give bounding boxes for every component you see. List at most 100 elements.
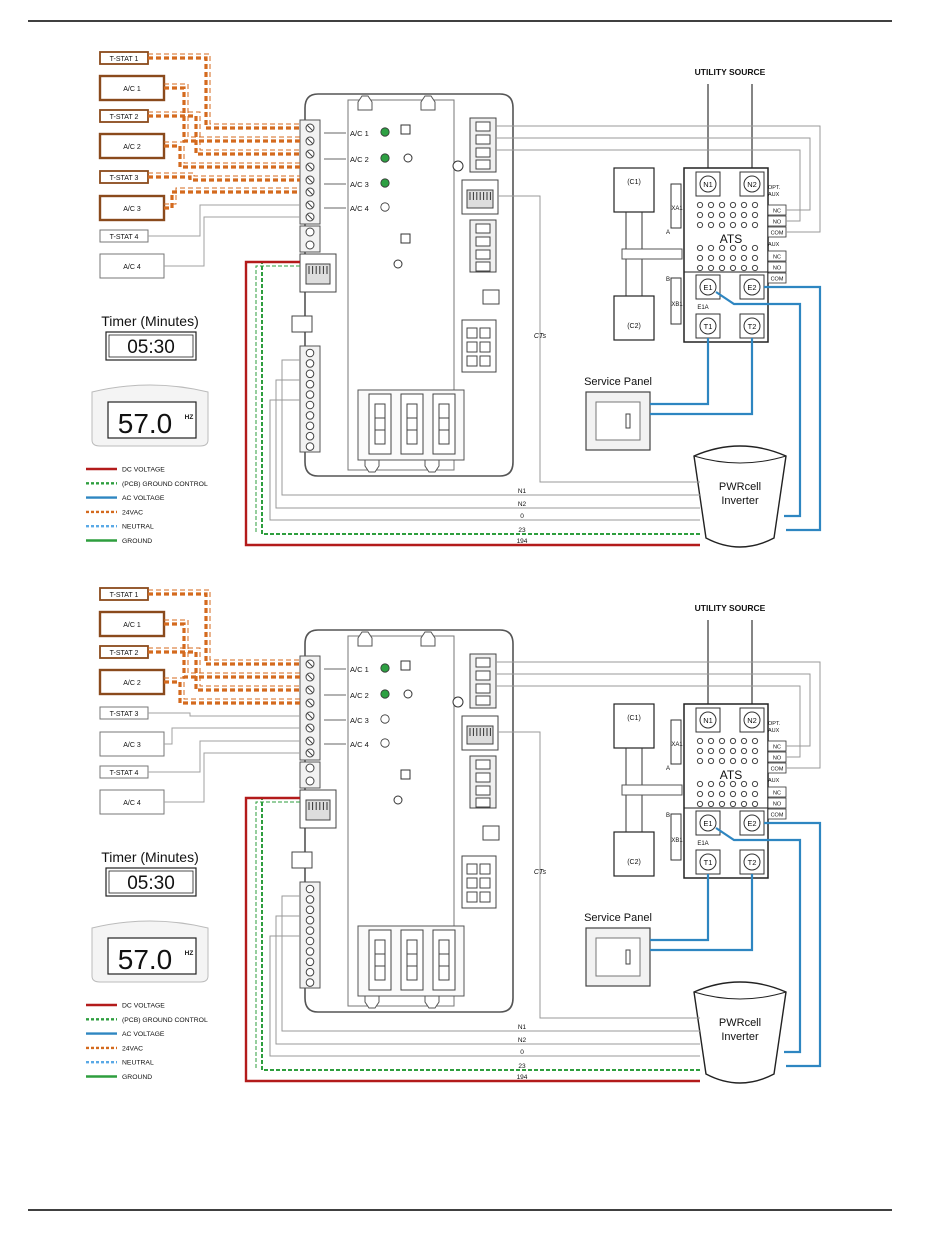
ats-relay-contact bbox=[740, 747, 748, 755]
aux-wire bbox=[496, 661, 821, 769]
vac24-wire bbox=[148, 650, 300, 692]
zone-box-label-7: T-STAT 4 bbox=[110, 234, 139, 241]
aux-connector-pin bbox=[475, 772, 491, 783]
ats-relay-contact bbox=[729, 264, 737, 272]
fuse bbox=[374, 939, 386, 981]
vac24-wire bbox=[148, 175, 300, 182]
ats-label-e1a: E1A bbox=[697, 305, 708, 311]
ats-relay-contact bbox=[729, 254, 737, 262]
ct-connector-pin bbox=[475, 683, 491, 694]
zone-box-label-2: A/C 1 bbox=[123, 622, 141, 629]
zone-box-2 bbox=[98, 610, 166, 638]
ats-relay-contact bbox=[751, 201, 759, 209]
idle-zone-wire bbox=[148, 204, 300, 237]
terminal-slot bbox=[306, 737, 314, 745]
terminal-screw bbox=[305, 379, 315, 389]
zone-label-3: A/C 3 bbox=[350, 716, 369, 725]
ats-relay-contact bbox=[707, 790, 715, 798]
switch-xb1-label: XB1 bbox=[671, 838, 683, 844]
terminal-slot bbox=[306, 201, 314, 209]
inverter-label-2: Inverter bbox=[721, 495, 759, 507]
aux-connector-pin bbox=[475, 236, 491, 247]
vac24-wire-inner bbox=[164, 677, 300, 700]
ground-control-wire bbox=[255, 265, 300, 534]
aux-wire bbox=[496, 673, 811, 747]
ats-relay-contact bbox=[696, 800, 704, 808]
ats-aux-label: AUX bbox=[768, 778, 780, 784]
ats-terminal bbox=[699, 317, 717, 335]
terminal-screw bbox=[305, 411, 315, 420]
mount-hole bbox=[452, 160, 464, 172]
numbered-wire-194 bbox=[244, 796, 700, 1083]
ats-aux-label-nc: NC bbox=[773, 791, 781, 797]
ct-connector-pin bbox=[475, 695, 491, 706]
service-panel-label: Service Panel bbox=[584, 376, 652, 388]
power-plug-pin bbox=[479, 341, 491, 353]
terminal-slot bbox=[306, 124, 314, 132]
power-plug-pin bbox=[479, 891, 491, 903]
controller-housing bbox=[304, 93, 514, 477]
wire-number-label: N1 bbox=[518, 1024, 527, 1031]
ats-relay-contact bbox=[729, 244, 737, 252]
ats-relay-contact bbox=[718, 790, 726, 798]
numbered-wire-0 bbox=[269, 399, 700, 521]
zone-label-1: A/C 1 bbox=[350, 665, 369, 674]
ats-relay-contact bbox=[718, 254, 726, 262]
terminal-screw bbox=[305, 390, 315, 399]
zone-box-label-3: T-STAT 2 bbox=[110, 114, 139, 121]
switch-a-label: A bbox=[666, 766, 670, 772]
inverter-label-2: Inverter bbox=[721, 1031, 759, 1043]
timer-value: 05:30 bbox=[127, 337, 175, 358]
terminal-screw bbox=[305, 227, 315, 237]
fuse bbox=[374, 403, 386, 445]
legend-label-vac: 24VAC bbox=[122, 1045, 143, 1052]
power-terminal-strip bbox=[299, 761, 321, 789]
network-port-socket bbox=[305, 799, 331, 821]
ats-aux-terminal bbox=[767, 250, 787, 262]
power-plug-pin bbox=[479, 877, 491, 889]
ats-relay-contact bbox=[718, 800, 726, 808]
ats-relay-contact bbox=[751, 790, 759, 798]
aux-connector-pin bbox=[475, 785, 491, 796]
legend-label-dc: DC VOLTAGE bbox=[122, 1003, 165, 1010]
controller-board bbox=[347, 99, 455, 471]
ats-relay-contact bbox=[707, 211, 715, 219]
ats-relay-contact bbox=[751, 244, 759, 252]
ats-terminal bbox=[699, 711, 717, 729]
cts-label: CTs bbox=[534, 869, 547, 876]
zone-terminal-strip bbox=[299, 655, 321, 761]
ats-opt-aux-2: AUX bbox=[768, 728, 780, 734]
ats-relay-contact bbox=[718, 221, 726, 229]
power-plug-pin bbox=[479, 863, 491, 875]
switch-xb1-label: XB1 bbox=[671, 302, 683, 308]
ats-relay-contact bbox=[696, 757, 704, 765]
ats-label-t1: T1 bbox=[704, 858, 713, 867]
ats-aux-label-no: NO bbox=[773, 220, 782, 226]
zone-box-8 bbox=[99, 789, 165, 815]
legend-label-pcb: (PCB) GROUND CONTROL bbox=[122, 481, 208, 488]
status-square bbox=[400, 769, 411, 780]
pwrcell-inverter-lid bbox=[693, 991, 787, 1000]
ct-connector-pin bbox=[475, 134, 491, 145]
ats-label-n2: N2 bbox=[747, 716, 757, 725]
wire-number-label: 194 bbox=[517, 538, 528, 545]
ats-relay-contact bbox=[718, 201, 726, 209]
ct-wire bbox=[498, 195, 700, 483]
ats-aux-terminal bbox=[767, 261, 787, 273]
power-plug-pin bbox=[466, 863, 478, 875]
ats-relay-contact bbox=[751, 221, 759, 229]
ac-wire-t2 bbox=[650, 874, 754, 952]
zone-led-1 bbox=[380, 663, 390, 673]
ats-relay-contact bbox=[751, 211, 759, 219]
utility-source-label: UTILITY SOURCE bbox=[695, 67, 766, 77]
zone-label-3: A/C 3 bbox=[350, 180, 369, 189]
power-plug-pin bbox=[466, 327, 478, 339]
status-square bbox=[400, 660, 411, 671]
ats-terminal bbox=[743, 175, 761, 193]
cts-label: CTs bbox=[534, 333, 547, 340]
ats-opt-aux-2: AUX bbox=[768, 192, 780, 198]
switch-xa1 bbox=[670, 719, 682, 765]
power-plug-pin bbox=[479, 327, 491, 339]
ats-relay-contact bbox=[718, 737, 726, 745]
